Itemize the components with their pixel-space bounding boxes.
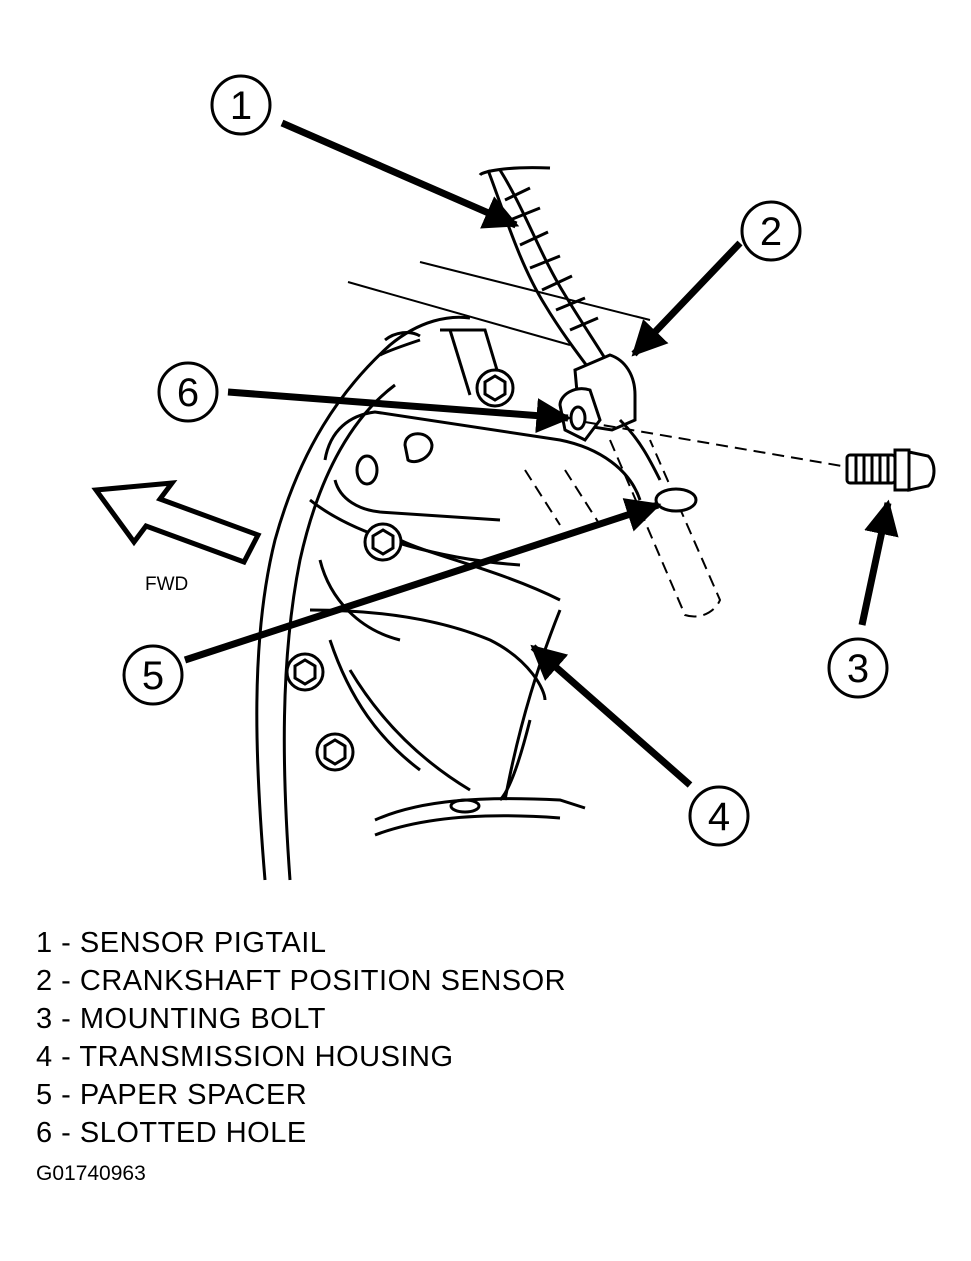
callout-circle-3 bbox=[827, 637, 889, 699]
housing-bolts bbox=[285, 368, 515, 772]
figure-id: G01740963 bbox=[36, 1162, 146, 1185]
transmission-housing bbox=[255, 315, 642, 881]
mounting-bolt bbox=[845, 448, 936, 492]
callout-number-4: 4 bbox=[708, 795, 730, 839]
callout-number-6: 6 bbox=[177, 371, 199, 415]
callout-circle-1 bbox=[210, 74, 272, 136]
callout-circle-2 bbox=[740, 200, 802, 262]
slotted-holes bbox=[355, 432, 434, 486]
crankshaft-sensor-diagram: FWD 1 2 3 4 5 6 bbox=[91, 74, 936, 881]
callout-number-3: 3 bbox=[847, 647, 869, 691]
housing-bolt bbox=[285, 652, 325, 692]
leader-arrows bbox=[183, 119, 899, 788]
leader-arrow-4 bbox=[530, 644, 693, 788]
legend-item: 4 - TRANSMISSION HOUSING bbox=[36, 1041, 454, 1073]
callout-circle-5 bbox=[122, 644, 184, 706]
legend-item: 2 - CRANKSHAFT POSITION SENSOR bbox=[36, 965, 567, 997]
housing-bolt bbox=[475, 368, 515, 408]
legend-item: 6 - SLOTTED HOLE bbox=[36, 1117, 307, 1149]
fwd-arrow-icon bbox=[91, 479, 262, 566]
housing-bolt bbox=[363, 522, 403, 562]
fwd-label: FWD bbox=[145, 574, 188, 595]
callout-circle-4 bbox=[688, 785, 750, 847]
callout-number-2: 2 bbox=[760, 210, 782, 254]
leader-arrow-1 bbox=[280, 119, 520, 229]
sensor-pigtail bbox=[478, 166, 608, 371]
bolt-installation-path bbox=[584, 421, 843, 467]
leader-arrow-2 bbox=[631, 240, 743, 357]
callout-numbers: 1 2 3 4 5 6 bbox=[142, 84, 869, 839]
leader-arrow-5 bbox=[183, 498, 662, 664]
leader-arrow-6 bbox=[227, 388, 572, 434]
housing-bolt bbox=[315, 732, 355, 772]
legend-item: 1 - SENSOR PIGTAIL bbox=[36, 927, 327, 959]
legend-item: 3 - MOUNTING BOLT bbox=[36, 1003, 326, 1035]
sensor-tip-hidden bbox=[524, 439, 722, 618]
reference-lines bbox=[347, 261, 651, 346]
paper-spacer bbox=[654, 487, 698, 513]
legend-item: 5 - PAPER SPACER bbox=[36, 1079, 308, 1111]
callout-number-5: 5 bbox=[142, 654, 164, 698]
callout-circle-6 bbox=[157, 361, 219, 423]
callouts bbox=[122, 74, 889, 847]
legend: 1 - SENSOR PIGTAIL 2 - CRANKSHAFT POSITI… bbox=[36, 924, 566, 1152]
leader-arrow-3 bbox=[858, 499, 899, 626]
callout-number-1: 1 bbox=[230, 84, 252, 128]
